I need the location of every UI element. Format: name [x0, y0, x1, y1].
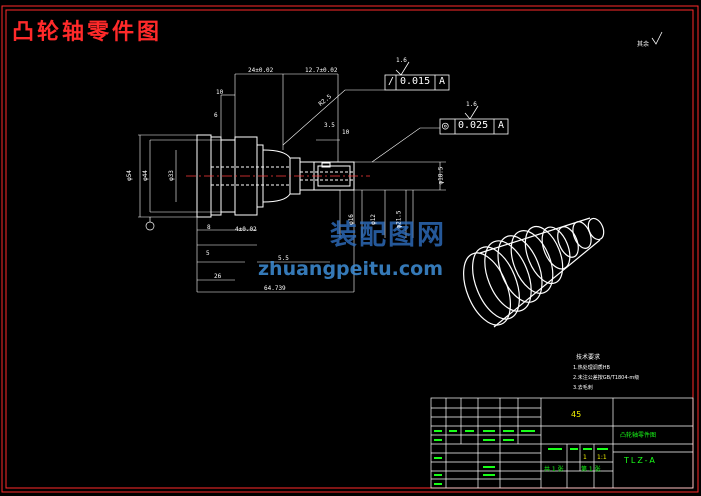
roughness-corner-symbol	[651, 31, 663, 45]
dim-label: φ16	[347, 214, 355, 225]
watermark-url: zhuangpeitu.com	[258, 258, 443, 280]
dim-label: 1.6	[396, 57, 407, 64]
title-block-qty: 1	[583, 454, 587, 461]
dim-label: 26	[214, 273, 222, 280]
dim-label: 6	[214, 112, 218, 119]
dim-label: 4±0.02	[235, 226, 257, 233]
title-block-name: 凸轮轴零件图	[620, 432, 657, 439]
title-block	[430, 397, 694, 489]
gtol2-datum: A	[498, 120, 505, 131]
title-block-sheet-index: 第 1 张	[581, 466, 601, 473]
dim-label: 12.7±0.02	[305, 67, 338, 74]
tech-req-line: 3.去毛刺	[573, 385, 593, 391]
gtol1-datum: A	[439, 76, 446, 87]
dimension-lines	[138, 73, 446, 293]
gtol2-value: 0.025	[458, 120, 489, 131]
isometric-view	[463, 217, 605, 328]
dim-label: 8	[207, 224, 211, 231]
dim-label: 10	[216, 89, 224, 96]
dim-label: φ18.5	[437, 166, 445, 185]
dim-label: φ21.5	[395, 210, 403, 229]
watermark-chinese: 装配图网	[330, 220, 446, 251]
dim-label: 10	[342, 129, 350, 136]
roughness-corner-label: 其余	[637, 41, 650, 48]
dim-label: 64.739	[264, 285, 286, 292]
tech-req-heading: 技术要求	[576, 354, 601, 361]
dim-label: φ44	[141, 170, 149, 181]
dim-label: φ12	[369, 214, 377, 225]
gtol2-symbol: ◎	[442, 119, 449, 132]
tech-req-line: 1.热处理调质HB	[573, 365, 610, 371]
tech-req-line: 2.未注公差按GB/T1804-m级	[573, 375, 640, 381]
inner-frame	[5, 9, 694, 489]
page-title: 凸轮轴零件图	[12, 20, 163, 45]
gtol1-value: 0.015	[400, 76, 431, 87]
title-block-code: TLZ-A	[624, 456, 657, 465]
gtol-frame-2	[439, 105, 509, 135]
title-block-scale: 1:1	[597, 454, 607, 461]
title-block-sheet-total: 共 1 张	[544, 466, 564, 473]
dim-label: 1.6	[466, 101, 477, 108]
dim-label: 24±0.02	[248, 67, 274, 74]
dim-label: φ33	[167, 170, 175, 181]
gtol-frame-1	[384, 61, 450, 91]
dim-label: 5	[206, 250, 210, 257]
datum-a-symbol	[145, 217, 155, 231]
title-block-cell-labels	[434, 430, 608, 485]
dim-label: 5.5	[278, 255, 289, 262]
gtol1-symbol: /	[388, 76, 395, 87]
outer-frame	[1, 5, 699, 493]
dim-label: 3.5	[324, 122, 335, 129]
title-block-material: 45	[571, 410, 582, 419]
dim-label: φ54	[125, 170, 133, 181]
